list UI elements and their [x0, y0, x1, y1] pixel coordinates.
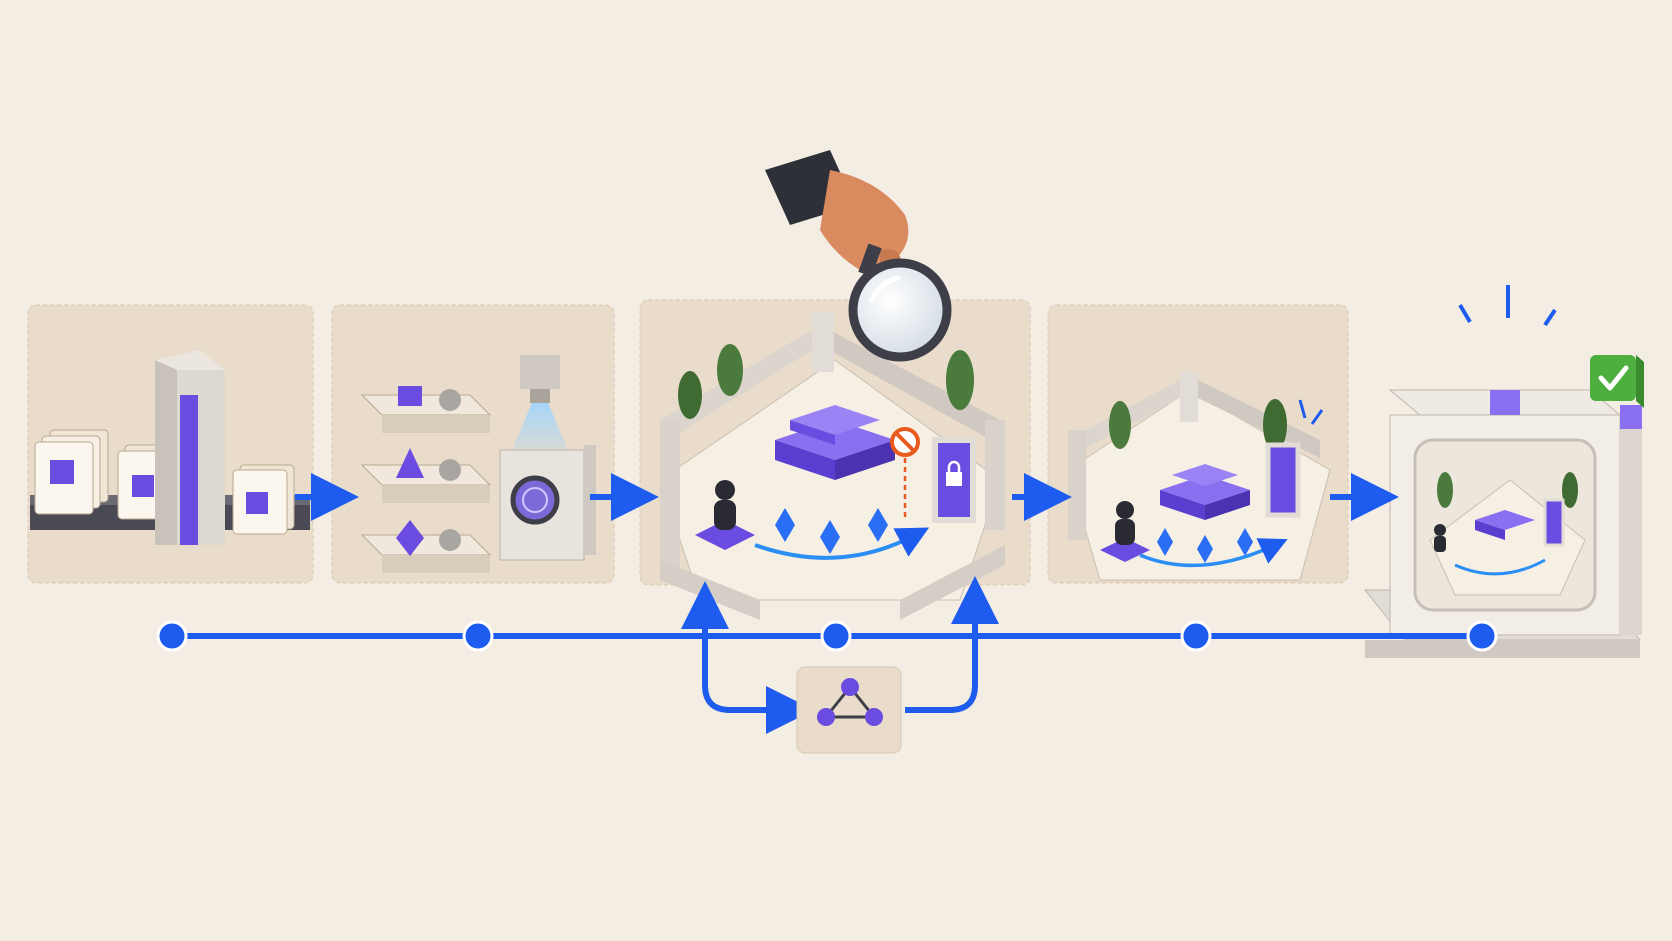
timeline-node: [1180, 620, 1212, 652]
timeline-node: [156, 620, 188, 652]
tree-icon: [678, 344, 974, 419]
box-tape-icon: [1490, 390, 1520, 415]
timeline: [156, 620, 1498, 652]
walled-garden-locked-door-icon: [659, 312, 1005, 620]
side-loop: [681, 576, 999, 754]
graph-nodes-icon: [817, 678, 883, 726]
check-badge-icon: [1590, 355, 1644, 408]
fingerprint-lens-icon: [510, 475, 560, 525]
card-conveyor-gate-icon: [30, 350, 310, 545]
person-icon: [1434, 524, 1446, 536]
tree-icon: [1562, 472, 1578, 508]
person-icon: [1116, 501, 1134, 519]
card-stack-icon: [34, 429, 109, 515]
sparkle-icon: [1298, 399, 1324, 425]
person-icon: [715, 480, 735, 500]
tray-octahedron-icon: [360, 520, 492, 573]
lock-icon: [946, 472, 962, 486]
loop-arrow-out: [905, 576, 999, 713]
open-door-icon: [1265, 442, 1301, 518]
tree-icon: [1109, 399, 1287, 451]
card-stack-icon: [232, 464, 295, 535]
graph-node-panel: [796, 666, 902, 754]
crystal-icon: [820, 520, 840, 554]
crystal-icon: [775, 508, 795, 542]
tray-pyramid-icon: [360, 448, 492, 503]
tree-icon: [1437, 472, 1453, 508]
walled-garden-open-door-icon: [1067, 372, 1331, 581]
sealed-box-icon: [1363, 285, 1642, 658]
crystal-icon: [1237, 528, 1253, 556]
hand-magnifier-icon: [765, 150, 952, 362]
tray-cube-icon: [360, 386, 492, 433]
crystal-icon: [1157, 528, 1173, 556]
timeline-node: [820, 620, 852, 652]
tray-scanner-icon: [360, 355, 596, 573]
sparkle-icon: [1458, 285, 1557, 327]
crystal-icon: [1197, 535, 1213, 563]
timeline-node: [462, 620, 494, 652]
loop-arrow-in: [702, 605, 814, 734]
timeline-node: [1466, 620, 1498, 652]
crystal-icon: [868, 508, 888, 542]
